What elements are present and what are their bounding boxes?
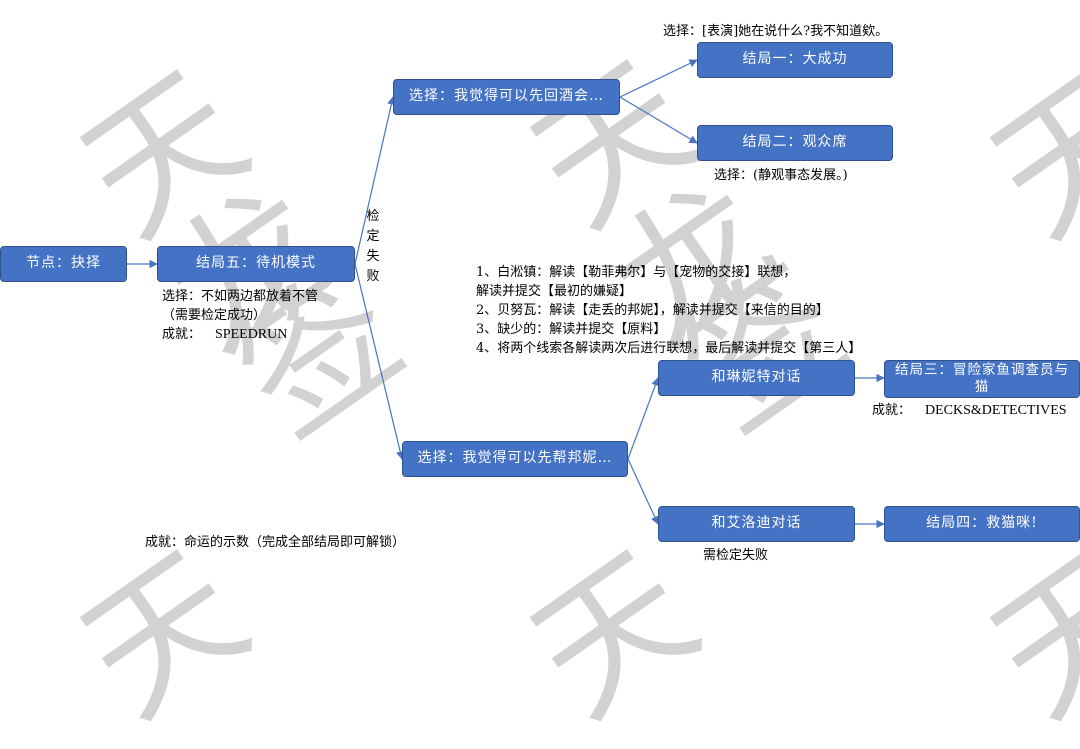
step-3: 3、缺少的：解读并提交【原料】: [476, 322, 667, 337]
ending1-choice-note: 选择：[表演]她在说什么?我不知道欸。: [663, 24, 889, 39]
connector-layer: [127, 59, 885, 529]
node-ending5[interactable]: 结局五：待机模式: [157, 246, 355, 282]
connector-help-lynette: [627, 377, 660, 460]
node-ending4[interactable]: 结局四：救猫咪!: [884, 506, 1080, 542]
node-start[interactable]: 节点：抉择: [0, 246, 127, 282]
step-4: 4、将两个线索各解读两次后进行联想，最后解读并提交【第三人】: [476, 341, 862, 356]
diagram-canvas: 天 龙 签 天 龙 签 天 天 天 天 节点：抉择 结局五：待机模式 选择：我觉…: [0, 24, 1080, 749]
arlo-requirement-note: 需检定失败: [703, 548, 769, 563]
connector-hotel-ending2: [619, 96, 698, 144]
achievement-value: DECKS&DETECTIVES: [925, 403, 1067, 418]
step-1: 1、白淞镇：解读【勒菲弗尔】与【宠物的交接】联想，: [476, 265, 797, 280]
achievement-value: SPEEDRUN: [215, 327, 288, 342]
achievement-label: 成就：: [872, 403, 912, 418]
global-achievement-note: 成就：命运的示数（完成全部结局即可解锁）: [145, 535, 406, 550]
ending5-requirement-note: （需要检定成功）: [162, 308, 267, 323]
node-talk-lynette[interactable]: 和琳妮特对话: [658, 360, 855, 396]
step-2: 2、贝努瓦：解读【走丢的邦妮】，解读并提交【来信的目的】: [476, 303, 829, 318]
node-ending3[interactable]: 结局三：冒险家鱼调查员与猫: [884, 360, 1080, 398]
node-choice-hotel[interactable]: 选择：我觉得可以先回酒会…: [393, 79, 620, 115]
step-1-cont: 解读并提交【最初的嫌疑】: [476, 284, 633, 299]
node-ending2[interactable]: 结局二：观众席: [697, 125, 893, 161]
node-ending1[interactable]: 结局一：大成功: [697, 42, 893, 78]
node-talk-arlo[interactable]: 和艾洛迪对话: [658, 506, 855, 542]
node-choice-help[interactable]: 选择：我觉得可以先帮邦妮…: [402, 441, 628, 477]
ending2-choice-note: 选择：(静观事态发展。): [714, 168, 848, 183]
ending5-choice-note: 选择：不如两边都放着不管: [162, 289, 319, 304]
check-fail-label: 检定失败: [366, 209, 380, 284]
connector-hotel-ending1: [619, 59, 698, 98]
connector-ending5-hotel: [354, 96, 396, 265]
ending3-achievement: 成就： DECKS&DETECTIVES: [872, 401, 1067, 420]
ending5-achievement: 成就： SPEEDRUN: [162, 325, 287, 344]
achievement-label: 成就：: [162, 327, 202, 342]
connector-help-arlo: [627, 458, 659, 525]
connector-ending5-help: [354, 263, 405, 460]
